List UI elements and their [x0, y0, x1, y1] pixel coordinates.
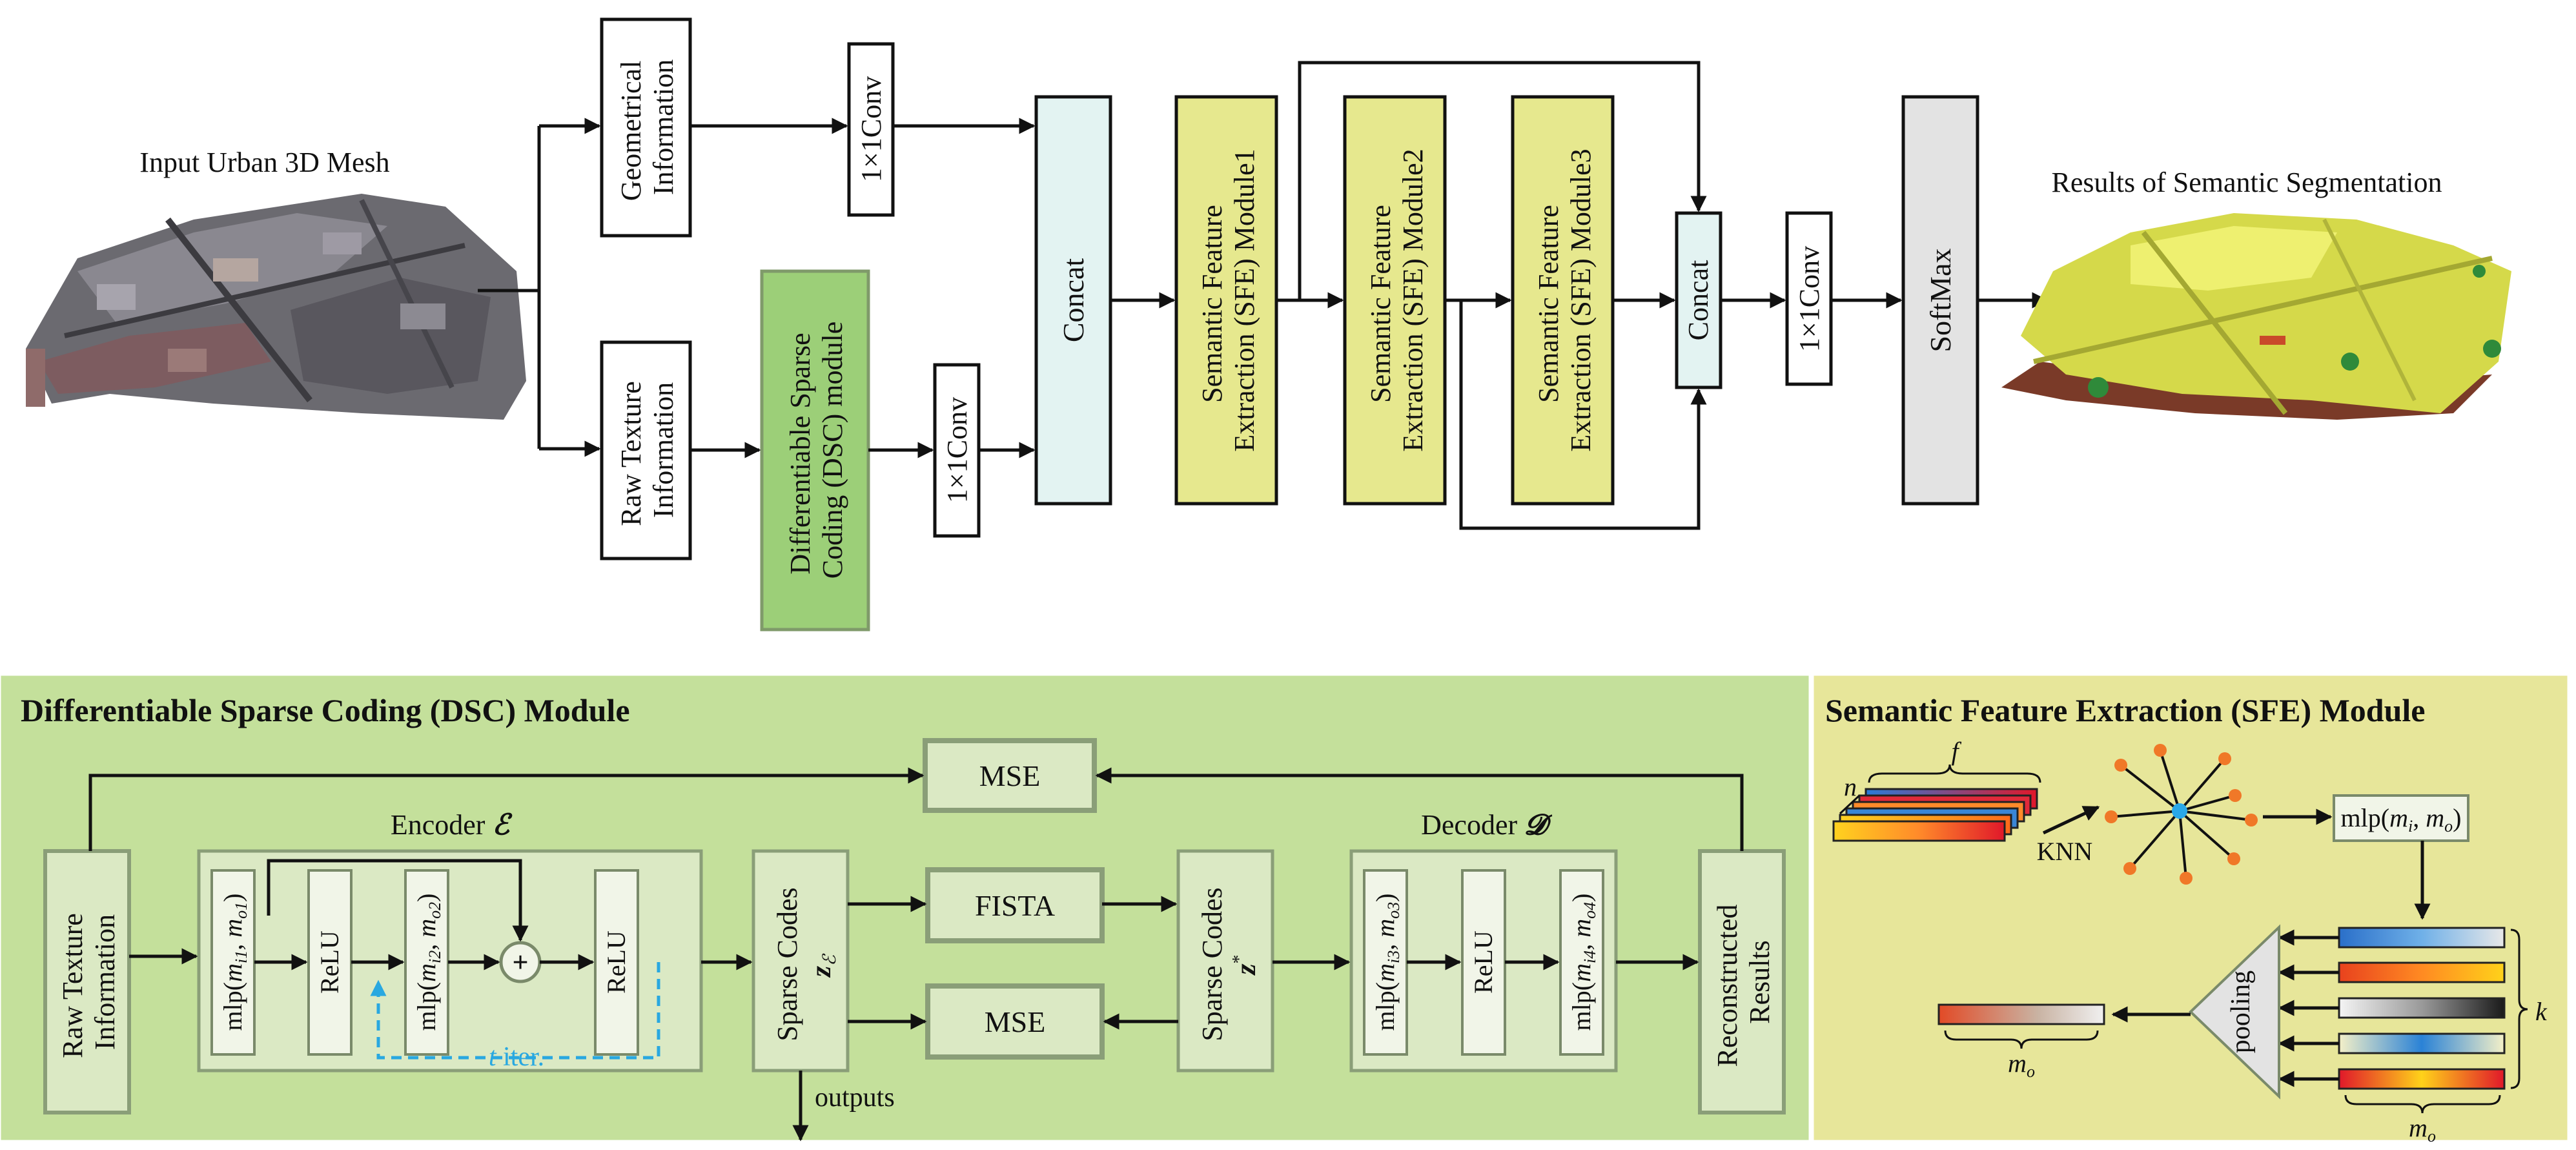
knn-label: KNN [2037, 837, 2093, 866]
k-brace [2510, 929, 2528, 1089]
encoder-add-symbol: + [512, 947, 528, 978]
input-mesh-image [26, 194, 526, 420]
input-branch-lines [478, 118, 601, 457]
encoder-relu1-box [307, 869, 353, 1056]
geometrical-info-box [600, 17, 692, 238]
sfe-panel-background [1812, 673, 2570, 1142]
dsc-raw-texture-box [43, 849, 131, 1114]
sparse-codes-star-label: Sparse Codes z* [1196, 880, 1262, 1041]
k-feature-bars [2338, 927, 2506, 1090]
conv-tex-label: 1×1Conv [941, 397, 973, 503]
dsc-raw-texture-label: Raw Texture Information [57, 906, 121, 1058]
mse-top-box [923, 738, 1097, 813]
reconstructed-label: Reconstructed Results [1712, 898, 1775, 1067]
sparse-codes-e-label: Sparse Codes zℰ [772, 880, 840, 1041]
f-brace [1868, 764, 2041, 783]
mo-out-label: mo [2008, 1049, 2035, 1081]
encoder-mlp1-box [210, 869, 256, 1056]
sfe1-label: Semantic Feature Extraction (SFE) Module… [1196, 149, 1260, 451]
encoder-mlp2-label: mlp(mi2, mo2) [412, 894, 444, 1031]
mse-top-label: MSE [979, 759, 1041, 792]
raw-texture-info-label: Raw Texture Information [615, 374, 679, 526]
conv-geo-label: 1×1Conv [855, 76, 887, 182]
results-label: Results of Semantic Segmentation [2052, 167, 2442, 198]
output-vector [1937, 1003, 2105, 1025]
encoder-mlp2-box [404, 869, 449, 1056]
encoder-mlp1-label: mlp(mi1, mo1) [218, 894, 250, 1031]
encoder-relu2-box [594, 869, 639, 1056]
encoder-label: Encoder ℰ [391, 809, 513, 841]
knn-neighborhood [2105, 744, 2258, 885]
conv-tex-box [933, 363, 981, 538]
n-label: n [1844, 772, 1857, 801]
mo-bottom-label: mo [2409, 1113, 2436, 1145]
decoder-relu3-box [1461, 869, 1506, 1056]
dsc-module-label: Differentiable Sparse Coding (DSC) modul… [784, 322, 848, 579]
decoder-label: Decoder 𝓓 [1421, 809, 1553, 841]
sfe-panel: Semantic Feature Extraction (SFE) Module… [1812, 673, 2570, 1145]
concat2-box [1675, 211, 1722, 389]
results-mesh-image [2001, 213, 2511, 420]
pooling-label: pooling [2226, 970, 2256, 1053]
concat1-label: Concat [1057, 258, 1090, 343]
sfe-panel-title: Semantic Feature Extraction (SFE) Module [1825, 692, 2426, 728]
dsc-panel: Differentiable Sparse Coding (DSC) Modul… [0, 673, 1811, 1142]
conv-geo-box [847, 42, 895, 217]
top-pipeline: Input Urban 3D Mesh Geometrical [26, 17, 2511, 631]
iteration-label: t iter. [489, 1042, 544, 1072]
decoder-mlp4-box [1559, 869, 1604, 1056]
encoder-relu2-label: ReLU [602, 930, 631, 994]
dsc-panel-title: Differentiable Sparse Coding (DSC) Modul… [21, 692, 630, 728]
n-indicator [1839, 794, 1861, 815]
mo-out-brace [1944, 1030, 2099, 1049]
fista-label: FISTA [975, 889, 1055, 922]
concat2-label: Concat [1682, 260, 1714, 341]
geometrical-info-label: Geometrical Information [615, 54, 679, 201]
softmax-label: SoftMax [1924, 249, 1957, 353]
sfe-mlp-box [2333, 794, 2469, 842]
decoder-mlp3-label: mlp(mi3, mo3) [1371, 894, 1403, 1031]
iteration-loop [370, 962, 660, 1060]
encoder-relu1-label: ReLU [315, 930, 344, 994]
decoder-relu3-label: ReLU [1469, 930, 1498, 994]
input-feature-stack [1832, 788, 2038, 842]
mse-bottom-label: MSE [985, 1005, 1046, 1038]
sfe-mlp-label: mlp(mi, mo) [2341, 803, 2462, 836]
sparse-codes-e-box [751, 849, 850, 1073]
sparse-codes-star-box [1176, 849, 1274, 1073]
sfe2-label: Semantic Feature Extraction (SFE) Module… [1365, 149, 1429, 451]
sfe1-box [1174, 95, 1278, 506]
concat1-box [1034, 95, 1112, 506]
dsc-arrows [88, 767, 1744, 1142]
conv-out-label: 1×1Conv [1794, 246, 1825, 352]
sfe3-label: Semantic Feature Extraction (SFE) Module… [1533, 149, 1597, 451]
outputs-label: outputs [815, 1083, 895, 1113]
knn-arrow [2042, 805, 2100, 835]
top-pipeline-arrows [690, 61, 2049, 530]
mo-bottom-brace [2344, 1094, 2501, 1114]
pooling-triangle [2189, 924, 2280, 1100]
bars-to-pooling-arrows [2278, 929, 2339, 1087]
k-label: k [2535, 997, 2548, 1026]
decoder-mlp4-label: mlp(mi4, mo4) [1567, 894, 1599, 1031]
mse-bottom-box [925, 983, 1105, 1060]
sfe3-box [1511, 95, 1615, 506]
softmax-box [1901, 95, 1979, 506]
input-mesh-label: Input Urban 3D Mesh [139, 147, 389, 178]
